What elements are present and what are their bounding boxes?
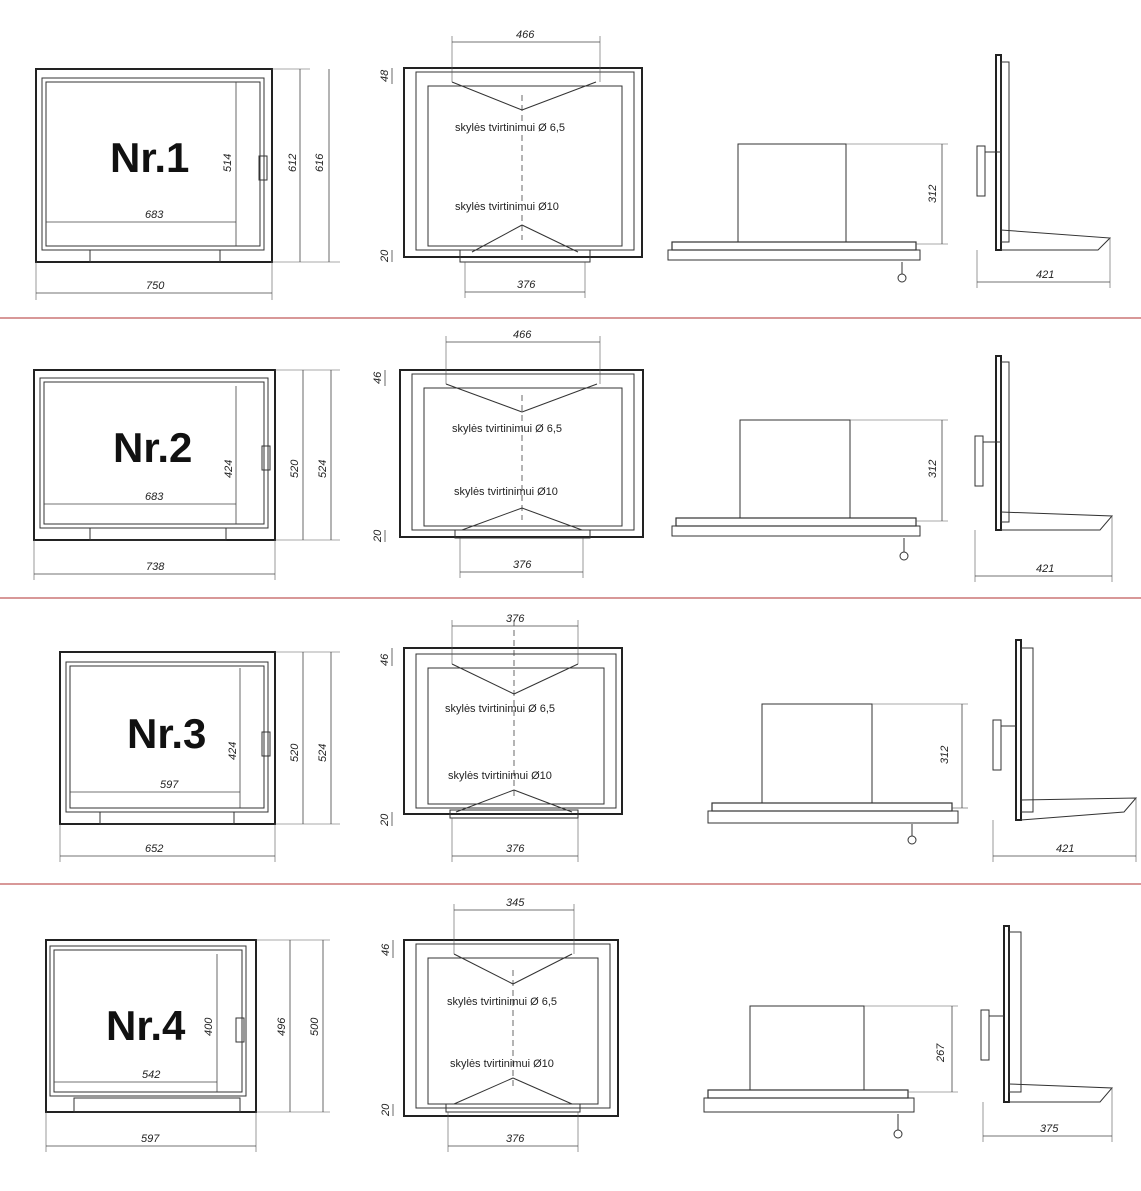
dim-bottom-offset: 20: [380, 1103, 392, 1117]
dim-glass-height: 400: [203, 1017, 215, 1036]
row-2: Nr.2 683 424 520 524 738 466: [33, 329, 1114, 582]
dim-height-outer: 524: [317, 460, 329, 478]
dim-bottom-offset: 20: [379, 249, 391, 263]
box-view-3: 312: [707, 703, 968, 845]
hole-label-bottom: skylės tvirtinimui Ø10: [455, 201, 559, 213]
side-view-3: 421: [992, 639, 1138, 862]
dim-glass-width: 542: [142, 1069, 160, 1081]
front-view-3: Nr.3 597 424 520 524 652: [59, 651, 340, 862]
dim-bottom-offset: 20: [379, 813, 391, 827]
dim-glass-height: 424: [227, 742, 239, 760]
dim-height-outer: 524: [317, 744, 329, 762]
hole-label-bottom: skylės tvirtinimui Ø10: [454, 486, 558, 498]
model-label: Nr.3: [127, 710, 206, 757]
dim-glass-height: 424: [223, 460, 235, 478]
dim-glass-width: 683: [145, 209, 164, 221]
dim-box-height: 312: [939, 746, 951, 764]
frame-view-3: 376 46 20 376 skylės tvirtinimui Ø 6,5 s…: [379, 613, 623, 862]
dim-height-inner: 520: [289, 743, 301, 762]
hole-label-top: skylės tvirtinimui Ø 6,5: [447, 996, 557, 1008]
dim-bottom-span: 376: [513, 559, 532, 571]
dim-box-height: 312: [927, 185, 939, 203]
front-view-1: Nr.1 683 514 612 616 750: [35, 68, 340, 300]
row-1: Nr.1 683 514 612 616 750 466: [35, 29, 1112, 300]
side-view-1: 421: [976, 54, 1112, 288]
box-view-1: 312: [667, 143, 948, 283]
dim-width: 738: [146, 561, 165, 573]
dim-top-offset: 48: [379, 69, 391, 82]
model-label: Nr.2: [113, 424, 192, 471]
dim-bottom-span: 376: [506, 843, 525, 855]
model-label: Nr.4: [106, 1002, 186, 1049]
side-view-2: 421: [974, 355, 1114, 582]
dim-height-outer: 616: [314, 153, 326, 172]
dim-height-inner: 496: [276, 1017, 288, 1036]
dim-top-offset: 46: [379, 653, 391, 666]
dim-bottom-offset: 20: [372, 529, 384, 543]
dim-depth: 421: [1056, 843, 1074, 855]
front-view-2: Nr.2 683 424 520 524 738: [33, 369, 340, 580]
frame-view-2: 466 46 20 376 skylės tvirtinimui Ø 6,5 s…: [372, 329, 644, 578]
dim-top-offset: 46: [380, 943, 392, 956]
dim-top-span: 345: [506, 897, 525, 909]
dim-box-height: 267: [935, 1043, 947, 1063]
dim-glass-height: 514: [222, 154, 234, 172]
hole-label-top: skylės tvirtinimui Ø 6,5: [445, 703, 555, 715]
dim-height-outer: 500: [309, 1017, 321, 1036]
dim-top-span: 466: [516, 29, 535, 41]
row-3: Nr.3 597 424 520 524 652 376: [59, 613, 1138, 862]
dim-width: 652: [145, 843, 163, 855]
dim-height-inner: 612: [287, 154, 299, 172]
dim-depth: 375: [1040, 1123, 1059, 1135]
model-label: Nr.1: [110, 134, 189, 181]
row-4: Nr.4 542 400 496 500 597 345: [45, 897, 1114, 1152]
dim-bottom-span: 376: [506, 1133, 525, 1145]
dim-bottom-span: 376: [517, 279, 536, 291]
box-view-2: 312: [671, 419, 948, 561]
frame-view-1: 466 48 20 376 skylės tvirtinimui Ø 6,5 s…: [379, 29, 643, 298]
dim-height-inner: 520: [289, 459, 301, 478]
front-view-4: Nr.4 542 400 496 500 597: [45, 939, 330, 1152]
dim-top-span: 376: [506, 613, 525, 625]
dim-top-offset: 46: [372, 371, 384, 384]
hole-label-bottom: skylės tvirtinimui Ø10: [448, 770, 552, 782]
dim-glass-width: 597: [160, 779, 179, 791]
box-view-4: 267: [703, 1005, 958, 1139]
dim-depth: 421: [1036, 269, 1054, 281]
frame-view-4: 345 46 20 376 skylės tvirtinimui Ø 6,5 s…: [380, 897, 619, 1152]
dim-glass-width: 683: [145, 491, 164, 503]
hole-label-top: skylės tvirtinimui Ø 6,5: [455, 122, 565, 134]
dim-top-span: 466: [513, 329, 532, 341]
hole-label-top: skylės tvirtinimui Ø 6,5: [452, 423, 562, 435]
dim-width: 750: [146, 280, 165, 292]
hole-label-bottom: skylės tvirtinimui Ø10: [450, 1058, 554, 1070]
side-view-4: 375: [980, 925, 1114, 1142]
dim-box-height: 312: [927, 460, 939, 478]
dim-depth: 421: [1036, 563, 1054, 575]
dim-width: 597: [141, 1133, 160, 1145]
